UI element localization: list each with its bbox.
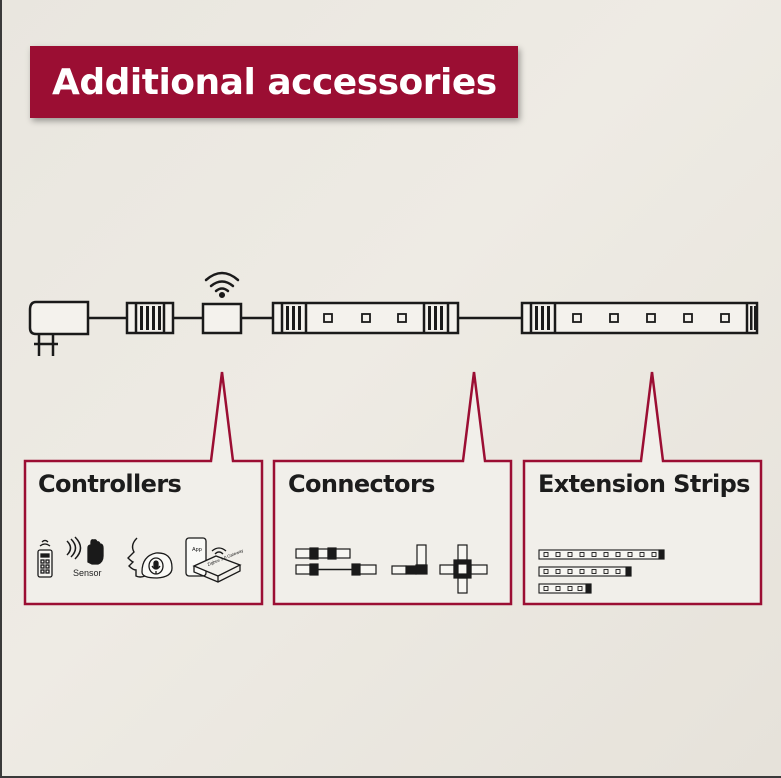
hand-icon: [87, 539, 104, 565]
remote-control-icon: [37, 539, 53, 578]
callout-connectors: [272, 371, 513, 606]
controller-box: [201, 302, 243, 335]
extension-strip-leds: [543, 552, 657, 591]
wifi-icon: [204, 271, 240, 299]
page-title: Additional accessories: [52, 61, 497, 103]
connectors-illustration: [295, 544, 488, 594]
x-connector-icon: [439, 544, 488, 594]
led-chips: [323, 313, 730, 323]
extension-strips-illustration: [538, 549, 665, 594]
callout-label-controllers: Controllers: [38, 470, 182, 498]
cable-connector-icon: [295, 563, 377, 576]
connector-pins: [140, 306, 757, 330]
title-banner: Additional accessories: [30, 46, 518, 118]
extension-strip-long: [538, 549, 665, 560]
straight-connector-icon: [295, 547, 351, 560]
sensor-label: Sensor: [73, 568, 102, 578]
inline-connector: [125, 301, 175, 335]
smart-speaker-icon: [141, 552, 173, 579]
callout-extension-strips: [522, 371, 763, 606]
led-strip-2: [520, 301, 759, 335]
power-adapter-icon: [28, 300, 90, 356]
speaking-head-icon: [127, 537, 146, 578]
bottom-border: [0, 776, 781, 778]
left-border: [0, 0, 2, 778]
app-label: App: [192, 547, 202, 553]
wave-icon: [66, 536, 82, 560]
extension-strip-medium: [538, 566, 632, 577]
gateway-icon: [192, 547, 242, 583]
l-connector-icon: [391, 544, 428, 575]
led-strip-1: [271, 301, 460, 335]
callout-label-connectors: Connectors: [288, 470, 435, 498]
callout-label-extension-strips: Extension Strips: [538, 470, 750, 498]
extension-strip-short: [538, 583, 592, 594]
